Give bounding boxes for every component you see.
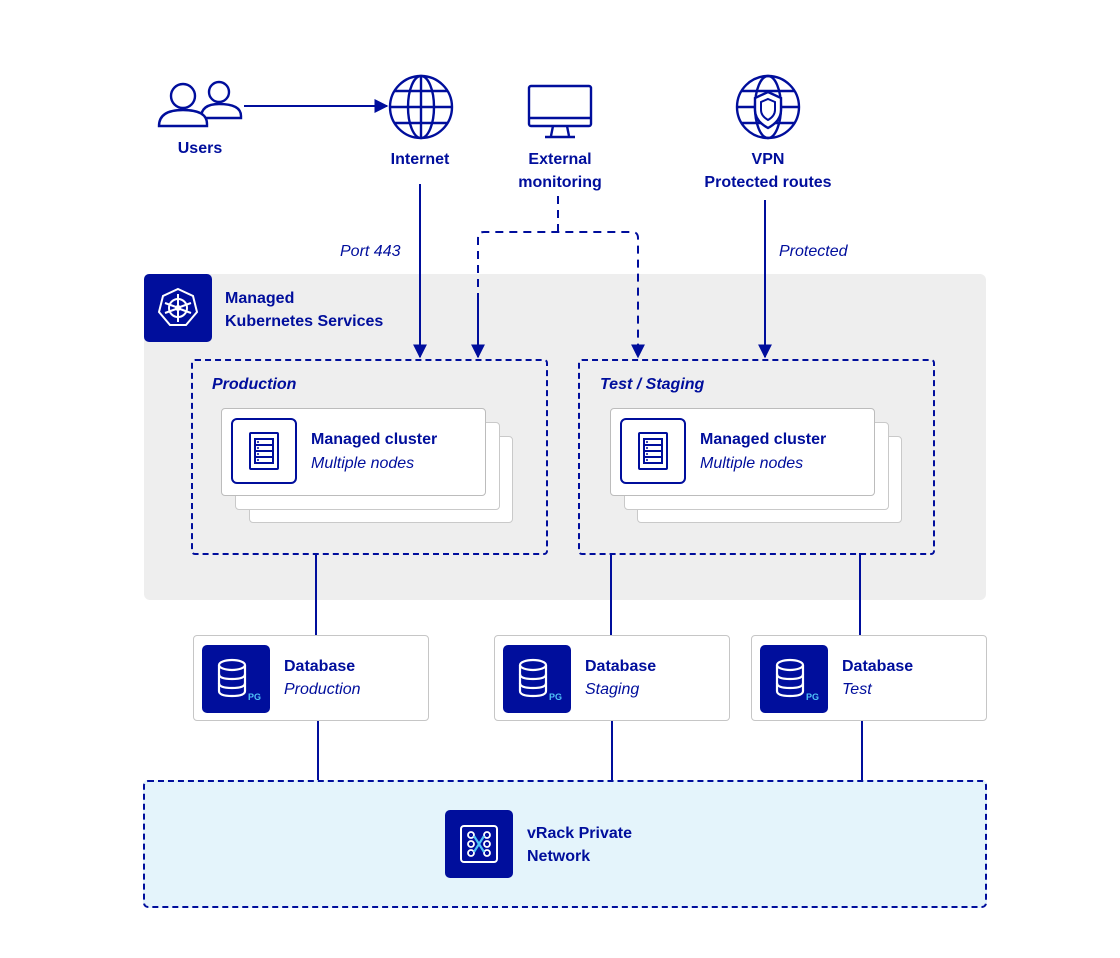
cluster-subtitle: Multiple nodes — [311, 455, 415, 472]
vrack-title: vRack Private Network — [527, 822, 632, 868]
kubernetes-title-line2: Kubernetes Services — [225, 313, 384, 330]
cluster-subtitle: Multiple nodes — [700, 455, 804, 472]
kubernetes-title-line1: Managed — [225, 290, 295, 307]
cluster-title: Managed cluster — [311, 431, 438, 448]
database-staging-card[interactable]: PG Database Staging — [494, 635, 730, 721]
database-subtitle: Test — [842, 681, 872, 698]
kubernetes-title: Managed Kubernetes Services — [225, 287, 383, 333]
vpn-label-line1: VPN — [751, 151, 785, 168]
database-production-card[interactable]: PG Database Production — [193, 635, 429, 721]
pg-badge: PG — [248, 692, 261, 702]
pg-badge: PG — [806, 692, 819, 702]
environment-production — [191, 359, 548, 555]
database-title: Database — [585, 658, 657, 675]
cluster-title: Managed cluster — [700, 431, 827, 448]
vrack-network-box — [143, 780, 987, 908]
users-label: Users — [177, 140, 223, 157]
vpn-label: VPN Protected routes — [685, 148, 851, 194]
database-subtitle: Staging — [585, 681, 640, 698]
vrack-network-icon — [460, 825, 498, 863]
environment-test-staging — [578, 359, 935, 555]
cluster-card-test-staging[interactable]: Managed cluster Multiple nodes — [610, 408, 875, 496]
monitoring-label: External monitoring — [500, 148, 620, 194]
monitoring-label-line2: monitoring — [518, 174, 602, 191]
environment-production-title: Production — [212, 376, 297, 393]
monitor-icon — [527, 84, 593, 139]
database-icon: PG — [503, 645, 571, 713]
port-443-label: Port 443 — [340, 243, 401, 260]
vrack-badge — [445, 810, 513, 878]
pg-badge: PG — [549, 692, 562, 702]
cluster-card-production[interactable]: Managed cluster Multiple nodes — [221, 408, 486, 496]
vpn-label-line2: Protected routes — [704, 174, 832, 191]
server-rack-icon — [620, 418, 686, 484]
environment-test-staging-title: Test / Staging — [600, 376, 705, 393]
database-title: Database — [284, 658, 356, 675]
kubernetes-icon — [157, 287, 199, 326]
database-test-card[interactable]: PG Database Test — [751, 635, 987, 721]
database-icon: PG — [202, 645, 270, 713]
server-rack-icon — [231, 418, 297, 484]
kubernetes-badge — [144, 274, 212, 342]
database-subtitle: Production — [284, 681, 361, 698]
internet-label: Internet — [390, 151, 450, 168]
database-icon: PG — [760, 645, 828, 713]
monitoring-label-line1: External — [528, 151, 592, 168]
database-title: Database — [842, 658, 914, 675]
vrack-title-line1: vRack Private — [527, 825, 632, 842]
users-icon — [157, 80, 243, 128]
vpn-shield-globe-icon — [735, 74, 801, 140]
vrack-title-line2: Network — [527, 848, 591, 865]
protected-label: Protected — [779, 243, 848, 260]
globe-icon — [388, 74, 454, 140]
